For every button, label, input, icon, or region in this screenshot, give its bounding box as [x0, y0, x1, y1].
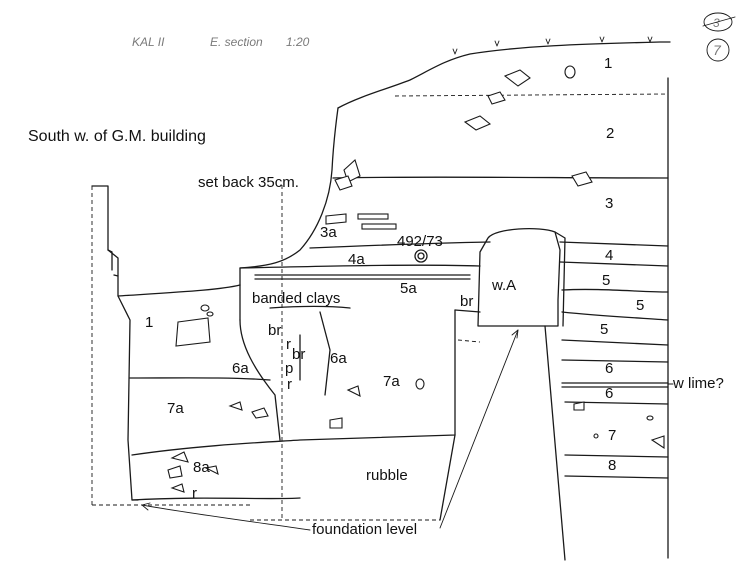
- foundation-dash: [92, 504, 440, 521]
- stones: [167, 65, 665, 493]
- r-line-3: [561, 288, 669, 293]
- rubble-label: rubble: [366, 467, 408, 484]
- wall-a-edge: [554, 231, 566, 327]
- foundation-arrow-left: [141, 502, 151, 511]
- layer-6-a: 6: [605, 360, 613, 377]
- mark-p: p: [285, 360, 293, 377]
- layer-1-left: 1: [145, 314, 153, 331]
- layer-5a: 5a: [400, 280, 417, 297]
- find-marker-inner: [417, 252, 425, 260]
- line-1-7a: [129, 377, 271, 381]
- dashed-step: [457, 339, 481, 343]
- grass-ticks: [452, 36, 653, 55]
- r-line-6: [561, 359, 669, 363]
- r-line-9: [564, 454, 669, 479]
- layer-4: 4: [605, 247, 613, 264]
- layer-6-b: 6: [605, 385, 613, 402]
- strike-line: [702, 16, 736, 27]
- layer-1-top: 1: [604, 55, 612, 72]
- layer-3a: 3a: [320, 224, 337, 241]
- ground-surface: [337, 41, 671, 109]
- sheet-number: 7: [713, 42, 722, 58]
- layer-7a-a: 7a: [167, 400, 184, 417]
- left-wall: [91, 185, 139, 501]
- layer-3: 3: [605, 195, 613, 212]
- setback-note: set back 35cm.: [198, 174, 299, 191]
- r-line-1: [559, 241, 669, 247]
- layer-8a: 8a: [193, 459, 210, 476]
- foundation-label: foundation level: [312, 521, 417, 538]
- section-label: E. section: [210, 35, 263, 49]
- mark-r-a: r: [286, 336, 291, 353]
- six-a-boundary: [239, 319, 281, 441]
- r-line-4: [561, 311, 669, 321]
- step-line: [454, 309, 481, 313]
- find-number: 492/73: [397, 233, 443, 250]
- mark-r-c: r: [192, 485, 197, 502]
- layer-2: 2: [606, 125, 614, 142]
- r-line-2: [559, 261, 669, 267]
- band-lines: [254, 274, 471, 280]
- layer-7a-b: 7a: [383, 373, 400, 390]
- left-top-line: [117, 284, 241, 297]
- layer-5-a: 5: [602, 272, 610, 289]
- wall-steps: [107, 249, 119, 277]
- sub-col: [299, 311, 331, 396]
- site-code: KAL II: [132, 35, 165, 49]
- foundation-leader-right: [439, 329, 519, 529]
- lime-note: w lime?: [672, 375, 724, 392]
- layer-6a-b: 6a: [330, 350, 347, 367]
- r-line-5: [561, 339, 669, 346]
- mark-r-b: r: [287, 376, 292, 393]
- scale-label: 1:20: [286, 35, 310, 49]
- boundary-2-3: [332, 176, 669, 179]
- old-sheet-number: 3: [713, 16, 720, 30]
- drawing-title: South w. of G.M. building: [28, 128, 206, 145]
- foundation-arrow-right: [511, 329, 519, 339]
- line-8a-r: [131, 497, 301, 501]
- boundary-3-4: [309, 241, 491, 249]
- rubble-right: [544, 325, 566, 561]
- sheet-circle: [706, 38, 730, 62]
- foundation-leader-left: [141, 504, 311, 531]
- mark-br-c: br: [460, 293, 473, 310]
- layer-7: 7: [608, 427, 616, 444]
- find-marker-outer: [414, 249, 428, 263]
- boundary-4a: [239, 264, 481, 269]
- layer-5-b: 5: [636, 297, 644, 314]
- banded-clays-label: banded clays: [252, 290, 340, 307]
- band-under: [269, 305, 351, 309]
- layer-8: 8: [608, 457, 616, 474]
- mark-br-b: br: [292, 346, 305, 363]
- r-line-7: [561, 382, 669, 388]
- layer-4a: 4a: [348, 251, 365, 268]
- upper-fill-boundary: [239, 107, 339, 286]
- wall-label: w.A: [491, 277, 516, 294]
- wall-a-pillar: [477, 228, 561, 327]
- layer-6a-a: 6a: [232, 360, 249, 377]
- line-7a-8a: [131, 309, 456, 456]
- mark-br-a: br: [268, 322, 281, 339]
- layer-5-c: 5: [600, 321, 608, 338]
- rubble-edge: [439, 434, 456, 521]
- old-sheet-circle: [703, 12, 733, 32]
- boundary-1-2: [394, 93, 669, 97]
